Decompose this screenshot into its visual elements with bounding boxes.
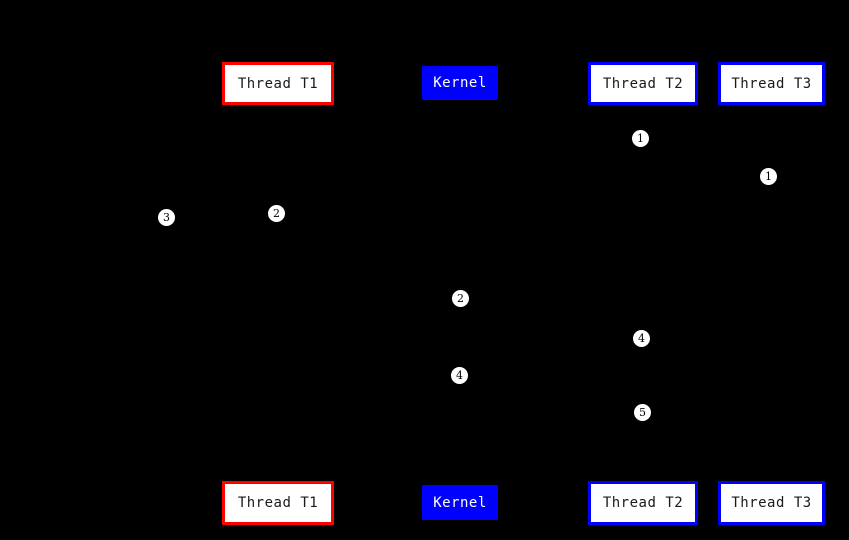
participant-header-thread-t3[interactable]: Thread T3 [718,62,825,105]
participant-label: Thread T3 [731,75,812,92]
participant-footer-thread-t1[interactable]: Thread T1 [222,481,334,525]
participant-label: Thread T3 [731,495,812,511]
lifeline-thread-t2 [643,105,644,481]
message-arrow-3 [167,225,278,231]
step-badge-2-thread-t1: 2 [268,205,285,222]
participant-label: Thread T2 [602,495,684,511]
step-number: 1 [765,170,772,183]
step-badge-1-thread-t2: 1 [632,130,649,147]
participant-label: Thread T1 [237,75,319,92]
step-number: 4 [456,369,463,382]
participant-label: Thread T2 [602,75,684,92]
lifeline-thread-t1 [278,105,279,481]
step-badge-4-kernel: 4 [451,367,468,384]
step-badge-2-kernel: 2 [452,290,469,307]
step-badge-1-thread-t3: 1 [760,168,777,185]
message-arrow-1 [643,147,771,153]
message-arrow-5 [460,347,643,353]
participant-footer-kernel[interactable]: Kernel [422,485,498,520]
participant-label: Kernel [433,75,487,91]
message-arrow-6 [278,385,460,391]
step-badge-3-thread-t1: 3 [158,209,175,226]
step-number: 1 [637,132,644,145]
participant-label: Thread T1 [237,495,319,511]
lifeline-thread-t3 [771,105,772,481]
participant-header-kernel[interactable]: Kernel [422,66,498,100]
step-number: 2 [273,207,280,220]
step-number: 2 [457,292,464,305]
step-badge-4-thread-t2: 4 [633,330,650,347]
step-number: 5 [639,406,646,419]
participant-header-thread-t1[interactable]: Thread T1 [222,62,334,105]
step-badge-5-thread-t2: 5 [634,404,651,421]
participant-footer-thread-t3[interactable]: Thread T3 [718,481,825,525]
message-arrow-7 [460,421,643,427]
participant-label: Kernel [433,494,487,511]
step-number: 4 [638,332,645,345]
participant-footer-thread-t2[interactable]: Thread T2 [588,481,698,525]
participant-header-thread-t2[interactable]: Thread T2 [588,62,698,105]
step-number: 3 [163,211,170,224]
message-arrow-4 [278,307,460,313]
message-arrow-2 [278,187,771,193]
